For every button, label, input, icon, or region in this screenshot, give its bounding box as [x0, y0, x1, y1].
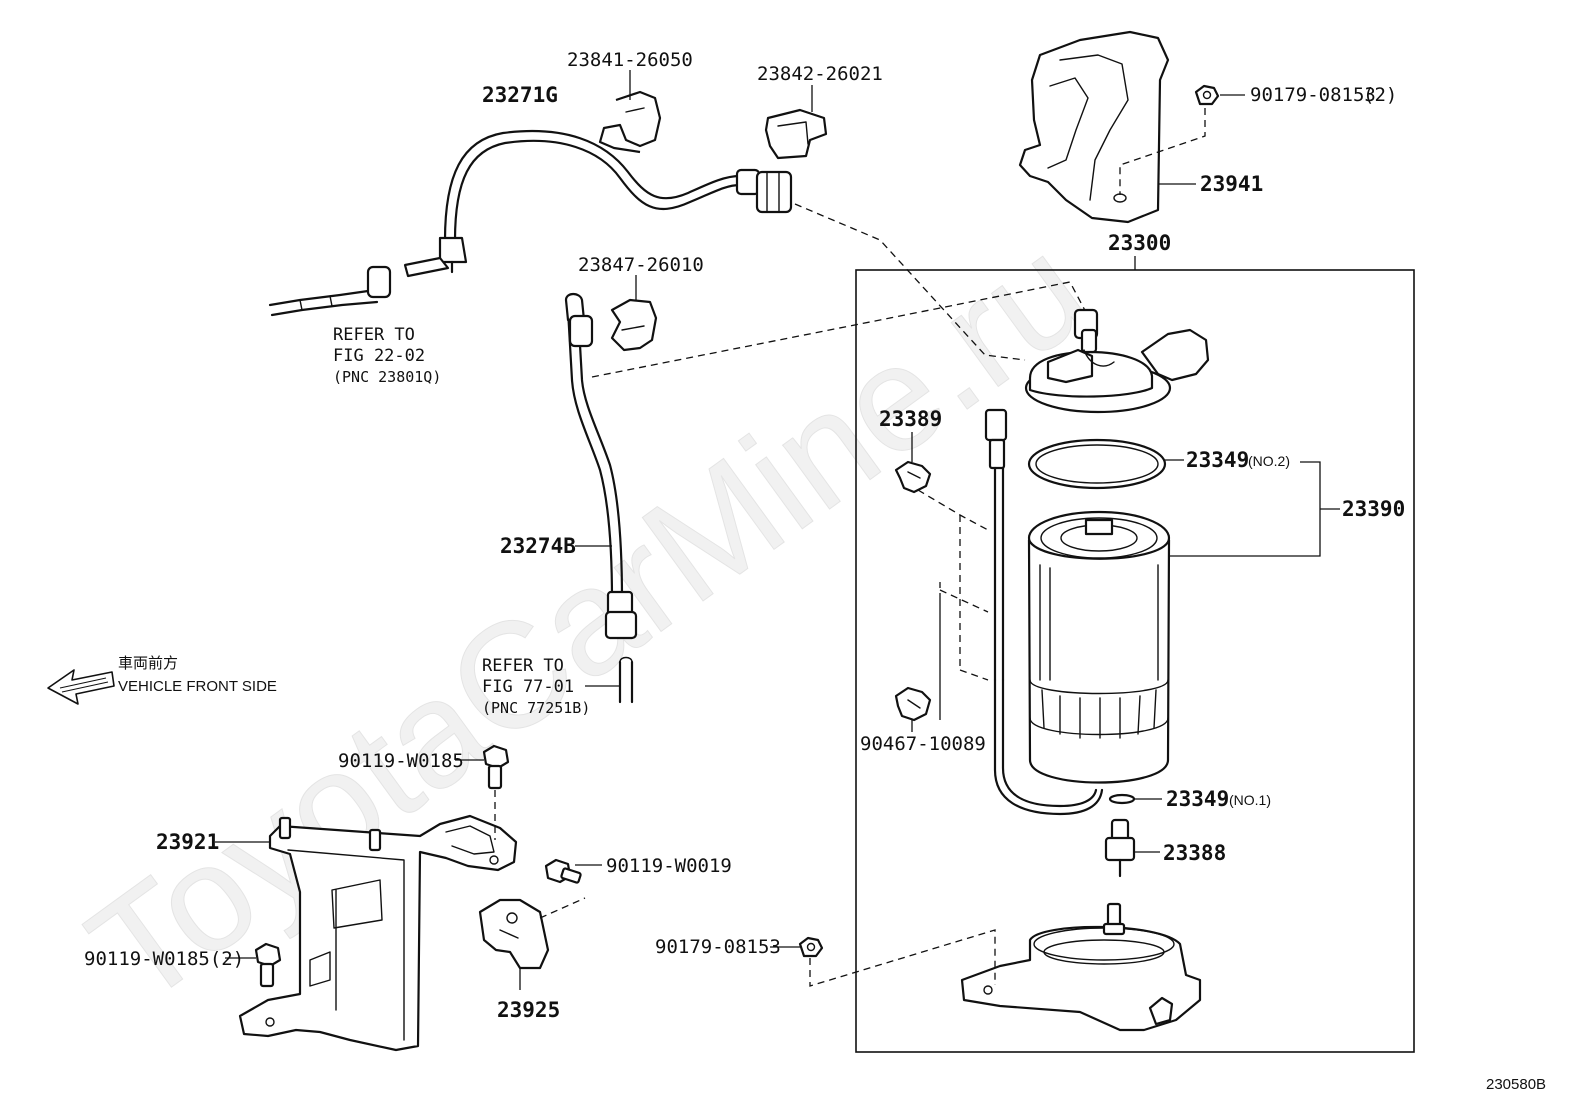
ref-77-01-line3: (PNC 77251B): [482, 699, 590, 717]
label-90119-w0185: 90119-W0185: [338, 750, 464, 772]
clip-23847-26010[interactable]: [610, 298, 658, 352]
label-23847-26010: 23847-26010: [578, 254, 704, 276]
direction-jp: 車両前方: [118, 655, 178, 672]
label-23349-no2: 23349: [1186, 448, 1249, 472]
clip-90467-10089[interactable]: [894, 686, 932, 722]
label-90119-w0185-2: 90119-W0185(2): [84, 948, 244, 970]
direction-en: VEHICLE FRONT SIDE: [118, 678, 277, 695]
label-23941: 23941: [1200, 172, 1263, 196]
filter-element-23390[interactable]: [1027, 510, 1171, 784]
clip-23841-26050[interactable]: [598, 90, 662, 154]
label-23274b: 23274B: [500, 534, 576, 558]
o-ring-23349-no2[interactable]: [1027, 438, 1167, 490]
label-23300: 23300: [1108, 231, 1171, 255]
hose-fig-77-01: [618, 656, 634, 704]
label-90179-08153-top-qty: (2): [1363, 84, 1397, 106]
label-90119-w0019: 90119-W0019: [606, 855, 732, 877]
label-23390: 23390: [1342, 497, 1405, 521]
figure-code: 230580B: [1486, 1076, 1546, 1093]
ref-77-01-line2: FIG 77-01: [482, 677, 574, 697]
clip-23389[interactable]: [894, 460, 932, 494]
label-23349-no2-note: (NO.2): [1248, 453, 1290, 469]
ref-77-01-line1: REFER TO: [482, 656, 564, 676]
bolt-90119-w0185-2[interactable]: [254, 942, 282, 988]
ref-22-02-line3: (PNC 23801Q): [333, 368, 441, 386]
label-23388: 23388: [1163, 841, 1226, 865]
filter-head[interactable]: [1024, 308, 1210, 414]
label-90179-08153-top: 90179-08153: [1250, 84, 1376, 106]
label-23921: 23921: [156, 830, 219, 854]
label-23349-no1-note: (NO.1): [1229, 792, 1271, 808]
ref-22-02-line1: REFER TO: [333, 325, 415, 345]
bolt-90119-w0185[interactable]: [482, 744, 510, 790]
label-23271g: 23271G: [482, 83, 558, 107]
label-90179-08153-bottom: 90179-08153: [655, 936, 781, 958]
o-ring-23349-no1[interactable]: [1108, 793, 1136, 805]
nut-90179-08153-bottom[interactable]: [798, 936, 824, 958]
pipe-23274b[interactable]: [564, 292, 638, 640]
bolt-90119-w0019[interactable]: [544, 858, 582, 884]
label-90467-10089: 90467-10089: [860, 733, 986, 755]
clamp-23925[interactable]: [478, 898, 550, 970]
label-23349-no1: 23349: [1166, 787, 1229, 811]
drain-plug-23388[interactable]: [1104, 818, 1136, 878]
nut-90179-08153-top[interactable]: [1194, 84, 1220, 106]
sensor-wire: [984, 408, 1104, 816]
ref-22-02-line2: FIG 22-02: [333, 346, 425, 366]
vehicle-front-arrow-icon: [47, 669, 115, 705]
hose-23271g[interactable]: [438, 129, 793, 274]
cover-23941[interactable]: [1018, 30, 1170, 224]
bracket-23921[interactable]: [238, 814, 518, 1052]
connector-fig-22-02: [268, 256, 450, 317]
clip-23842-26021[interactable]: [764, 108, 828, 160]
label-23389: 23389: [879, 407, 942, 431]
filter-bracket[interactable]: [960, 902, 1202, 1032]
label-23842-26021: 23842-26021: [757, 63, 883, 85]
label-23925: 23925: [497, 998, 560, 1022]
label-23841-26050: 23841-26050: [567, 49, 693, 71]
